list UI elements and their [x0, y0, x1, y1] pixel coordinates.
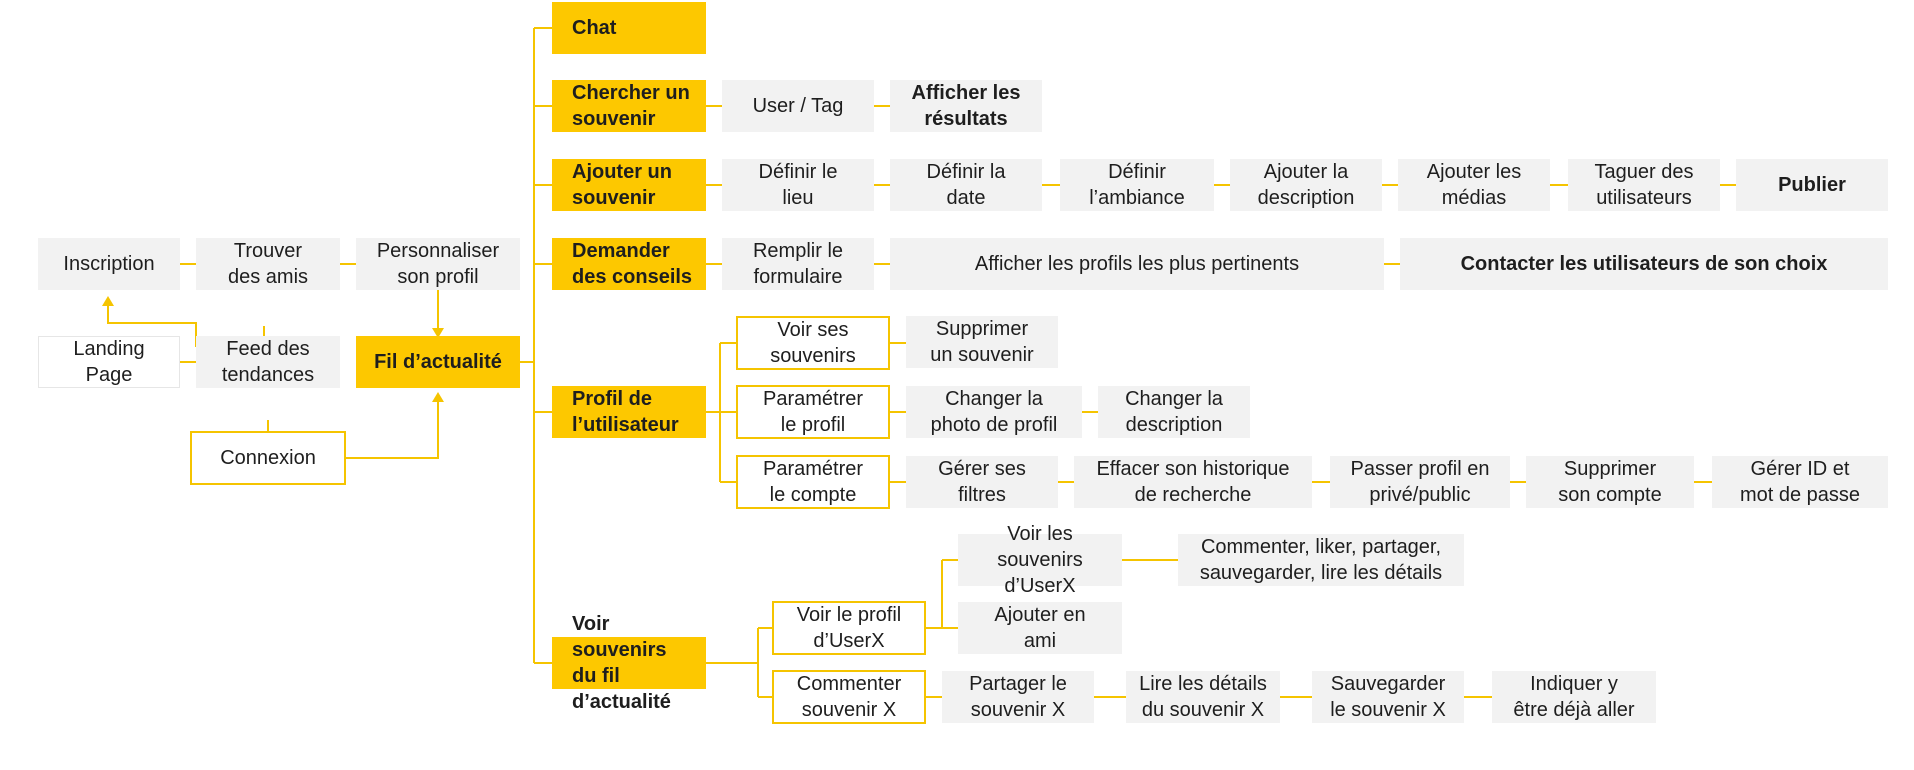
node-landing-page: Landing Page	[38, 336, 180, 388]
node-ajouter-en-ami: Ajouter en ami	[958, 602, 1122, 654]
node-supprimer-son-compte: Supprimer son compte	[1526, 456, 1694, 508]
node-remplir-le-formulaire: Remplir le formulaire	[722, 238, 874, 290]
node-ajouter-la-description: Ajouter la description	[1230, 159, 1382, 211]
node-user-tag: User / Tag	[722, 80, 874, 132]
node-parametrer-le-compte: Paramétrer le compte	[736, 455, 890, 509]
node-parametrer-le-profil: Paramétrer le profil	[736, 385, 890, 439]
node-supprimer-un-souvenir: Supprimer un souvenir	[906, 316, 1058, 368]
node-taguer-des-utilisateurs: Taguer des utilisateurs	[1568, 159, 1720, 211]
node-changer-la-description: Changer la description	[1098, 386, 1250, 438]
node-chat: Chat	[552, 2, 706, 54]
node-inscription: Inscription	[38, 238, 180, 290]
node-indiquer-y-etre-deja-aller: Indiquer y être déjà aller	[1492, 671, 1656, 723]
node-voir-ses-souvenirs: Voir ses souvenirs	[736, 316, 890, 370]
node-connexion: Connexion	[190, 431, 346, 485]
node-ajouter-les-medias: Ajouter les médias	[1398, 159, 1550, 211]
node-gerer-id-et-mot-de-passe: Gérer ID et mot de passe	[1712, 456, 1888, 508]
node-fil-actualite: Fil d’actualité	[356, 336, 520, 388]
node-lire-les-details: Lire les détails du souvenir X	[1126, 671, 1280, 723]
node-chercher-un-souvenir: Chercher un souvenir	[552, 80, 706, 132]
node-profil-utilisateur: Profil de l’utilisateur	[552, 386, 706, 438]
node-personnaliser-son-profil: Personnaliser son profil	[356, 238, 520, 290]
node-voir-le-profil-userx: Voir le profil d’UserX	[772, 601, 926, 655]
node-ajouter-un-souvenir: Ajouter un souvenir	[552, 159, 706, 211]
node-sauvegarder-le-souvenir-x: Sauvegarder le souvenir X	[1312, 671, 1464, 723]
node-definir-le-lieu: Définir le lieu	[722, 159, 874, 211]
node-trouver-des-amis: Trouver des amis	[196, 238, 340, 290]
node-commenter-liker-partager: Commenter, liker, partager, sauvegarder,…	[1178, 534, 1464, 586]
node-passer-profil-prive-public: Passer profil en privé/public	[1330, 456, 1510, 508]
node-definir-ambiance: Définir l’ambiance	[1060, 159, 1214, 211]
node-contacter-les-utilisateurs: Contacter les utilisateurs de son choix	[1400, 238, 1888, 290]
node-publier: Publier	[1736, 159, 1888, 211]
node-afficher-les-profils: Afficher les profils les plus pertinents	[890, 238, 1384, 290]
node-effacer-son-historique: Effacer son historique de recherche	[1074, 456, 1312, 508]
node-definir-la-date: Définir la date	[890, 159, 1042, 211]
node-demander-des-conseils: Demander des conseils	[552, 238, 706, 290]
node-afficher-les-resultats: Afficher les résultats	[890, 80, 1042, 132]
node-voir-souvenirs-fil: Voir souvenirs du fil d’actualité	[552, 613, 706, 713]
node-changer-photo-de-profil: Changer la photo de profil	[906, 386, 1082, 438]
node-feed-des-tendances: Feed des tendances	[196, 336, 340, 388]
node-partager-le-souvenir-x: Partager le souvenir X	[942, 671, 1094, 723]
node-voir-les-souvenirs-userx: Voir les souvenirs d’UserX	[958, 523, 1122, 597]
node-commenter-souvenir-x: Commenter souvenir X	[772, 670, 926, 724]
node-gerer-ses-filtres: Gérer ses filtres	[906, 456, 1058, 508]
